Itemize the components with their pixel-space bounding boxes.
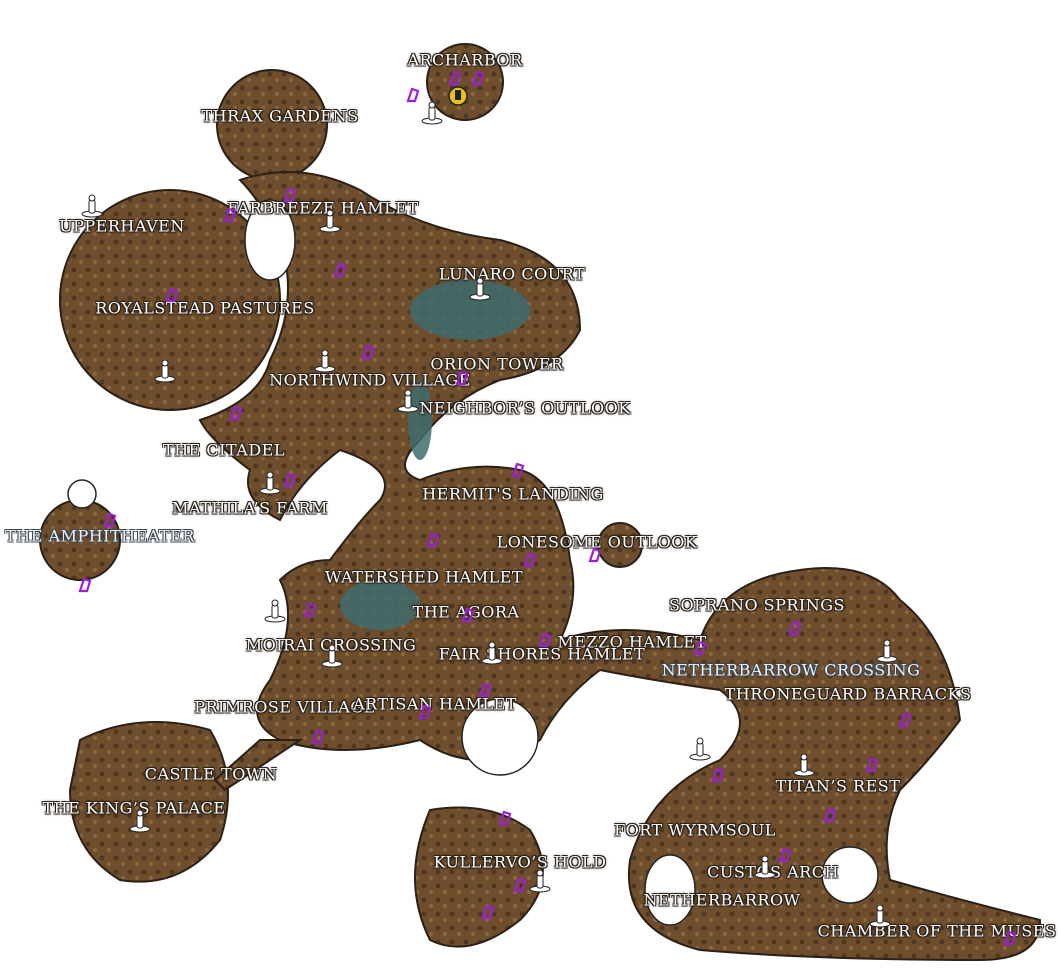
- purple-flag-icon[interactable]: [425, 532, 441, 548]
- kings-palace-island: [68, 721, 229, 883]
- purple-flag-icon[interactable]: [360, 344, 376, 360]
- purple-flag-icon[interactable]: [102, 512, 118, 528]
- purple-flag-icon[interactable]: [512, 877, 528, 893]
- location-label-watershed-hamlet[interactable]: WATERSHED HAMLET: [324, 567, 524, 587]
- shrine-statue-icon[interactable]: [321, 642, 343, 668]
- location-label-hermit-s-landing[interactable]: HERMIT'S LANDING: [422, 484, 604, 504]
- purple-flag-icon[interactable]: [1002, 930, 1018, 946]
- archarbor-island: [426, 43, 504, 121]
- central-landmass: [198, 171, 1042, 962]
- purple-flag-icon[interactable]: [332, 262, 348, 278]
- shrine-statue-icon[interactable]: [529, 867, 551, 893]
- location-label-the-amphitheater[interactable]: THE AMPHITHEATER: [5, 526, 195, 546]
- shrine-statue-icon[interactable]: [689, 735, 711, 761]
- location-label-artisan-hamlet[interactable]: ARTISAN HAMLET: [353, 694, 517, 714]
- location-label-netherbarrow-crossing[interactable]: NETHERBARROW CROSSING: [661, 660, 921, 680]
- location-label-primrose-village[interactable]: PRIMROSE VILLAGE: [194, 697, 376, 717]
- purple-flag-icon[interactable]: [787, 620, 803, 636]
- purple-flag-icon[interactable]: [522, 552, 538, 568]
- location-label-throneguard-barracks[interactable]: THRONEGUARD BARRACKS: [724, 684, 972, 704]
- shrine-statue-icon[interactable]: [421, 99, 443, 125]
- purple-flag-icon[interactable]: [228, 405, 244, 421]
- shrine-statue-icon[interactable]: [869, 902, 891, 928]
- location-label-archarbor[interactable]: ARCHARBOR: [407, 50, 523, 70]
- purple-flag-icon[interactable]: [405, 87, 421, 103]
- shrine-statue-icon[interactable]: [876, 637, 898, 663]
- purple-flag-icon[interactable]: [164, 287, 180, 303]
- location-label-soprano-springs[interactable]: SOPRANO SPRINGS: [669, 595, 845, 615]
- location-label-titan-s-rest[interactable]: TITAN’S REST: [775, 776, 901, 796]
- water-areas: [340, 280, 530, 630]
- holes: [67, 199, 879, 926]
- purple-flag-icon[interactable]: [470, 70, 486, 86]
- shrine-statue-icon[interactable]: [397, 387, 419, 413]
- location-label-orion-tower[interactable]: ORION TOWER: [430, 354, 564, 374]
- location-label-farbreeze-hamlet[interactable]: FARBREEZE HAMLET: [227, 198, 419, 218]
- location-label-lunaro-court[interactable]: LUNARO COURT: [438, 264, 586, 284]
- location-label-mathila-s-farm[interactable]: MATHILA’S FARM: [172, 498, 328, 518]
- location-label-chamber-of-the-muses[interactable]: CHAMBER OF THE MUSES: [817, 921, 1057, 941]
- location-label-the-king-s-palace[interactable]: THE KING’S PALACE: [42, 798, 226, 818]
- location-label-kullervo-s-hold[interactable]: KULLERVO’S HOLD: [433, 852, 607, 872]
- purple-flag-icon[interactable]: [510, 462, 526, 478]
- purple-flag-icon[interactable]: [710, 767, 726, 783]
- shrine-statue-icon[interactable]: [314, 347, 336, 373]
- location-label-neighbor-s-outlook[interactable]: NEIGHBOR’S OUTLOOK: [419, 398, 631, 418]
- location-label-royalstead-pastures[interactable]: ROYALSTEAD PASTURES: [95, 298, 315, 318]
- purple-flag-icon[interactable]: [587, 547, 603, 563]
- location-label-the-citadel[interactable]: THE CITADEL: [163, 440, 285, 460]
- purple-flag-icon[interactable]: [777, 847, 793, 863]
- purple-flag-icon[interactable]: [864, 757, 880, 773]
- shrine-statue-icon[interactable]: [81, 192, 103, 218]
- location-label-mezzo-hamlet[interactable]: MEZZO HAMLET: [557, 632, 707, 652]
- location-label-lonesome-outlook[interactable]: LONESOME OUTLOOK: [496, 532, 698, 552]
- purple-flag-icon[interactable]: [497, 810, 513, 826]
- purple-flag-icon[interactable]: [447, 70, 463, 86]
- purple-flag-icon[interactable]: [692, 640, 708, 656]
- purple-flag-icon[interactable]: [477, 682, 493, 698]
- shrine-statue-icon[interactable]: [793, 751, 815, 777]
- purple-flag-icon[interactable]: [77, 577, 93, 593]
- location-label-castle-town[interactable]: CASTLE TOWN: [144, 764, 278, 784]
- location-label-upperhaven[interactable]: UPPERHAVEN: [59, 216, 185, 236]
- shrine-statue-icon[interactable]: [319, 207, 341, 233]
- location-label-fort-wyrmsoul[interactable]: FORT WYRMSOUL: [614, 820, 776, 840]
- purple-flag-icon[interactable]: [480, 904, 496, 920]
- location-label-northwind-village[interactable]: NORTHWIND VILLAGE: [269, 370, 471, 390]
- purple-flag-icon[interactable]: [222, 207, 238, 223]
- yellow-player-marker-icon: [448, 86, 468, 106]
- purple-flag-icon[interactable]: [454, 370, 470, 386]
- shrine-statue-icon[interactable]: [469, 275, 491, 301]
- purple-flag-icon[interactable]: [537, 632, 553, 648]
- purple-flag-icon[interactable]: [302, 602, 318, 618]
- shrine-statue-icon[interactable]: [259, 469, 281, 495]
- shrine-statue-icon[interactable]: [754, 853, 776, 879]
- purple-flag-icon[interactable]: [282, 187, 298, 203]
- purple-flag-icon[interactable]: [282, 472, 298, 488]
- purple-flag-icon[interactable]: [417, 704, 433, 720]
- location-label-thrax-gardens[interactable]: THRAX GARDENS: [201, 106, 359, 126]
- shrine-statue-icon[interactable]: [481, 639, 503, 665]
- location-label-netherbarrow[interactable]: NETHERBARROW: [643, 890, 801, 910]
- shrine-statue-icon[interactable]: [154, 357, 176, 383]
- purple-flag-icon[interactable]: [460, 607, 476, 623]
- shrine-statue-icon[interactable]: [264, 597, 286, 623]
- purple-flag-icon[interactable]: [310, 729, 326, 745]
- kullervos-hold-island: [414, 806, 544, 948]
- location-label-custos-arch[interactable]: CUSTOS ARCH: [707, 862, 839, 882]
- shrine-statue-icon[interactable]: [129, 807, 151, 833]
- purple-flag-icon[interactable]: [822, 807, 838, 823]
- purple-flag-icon[interactable]: [897, 712, 913, 728]
